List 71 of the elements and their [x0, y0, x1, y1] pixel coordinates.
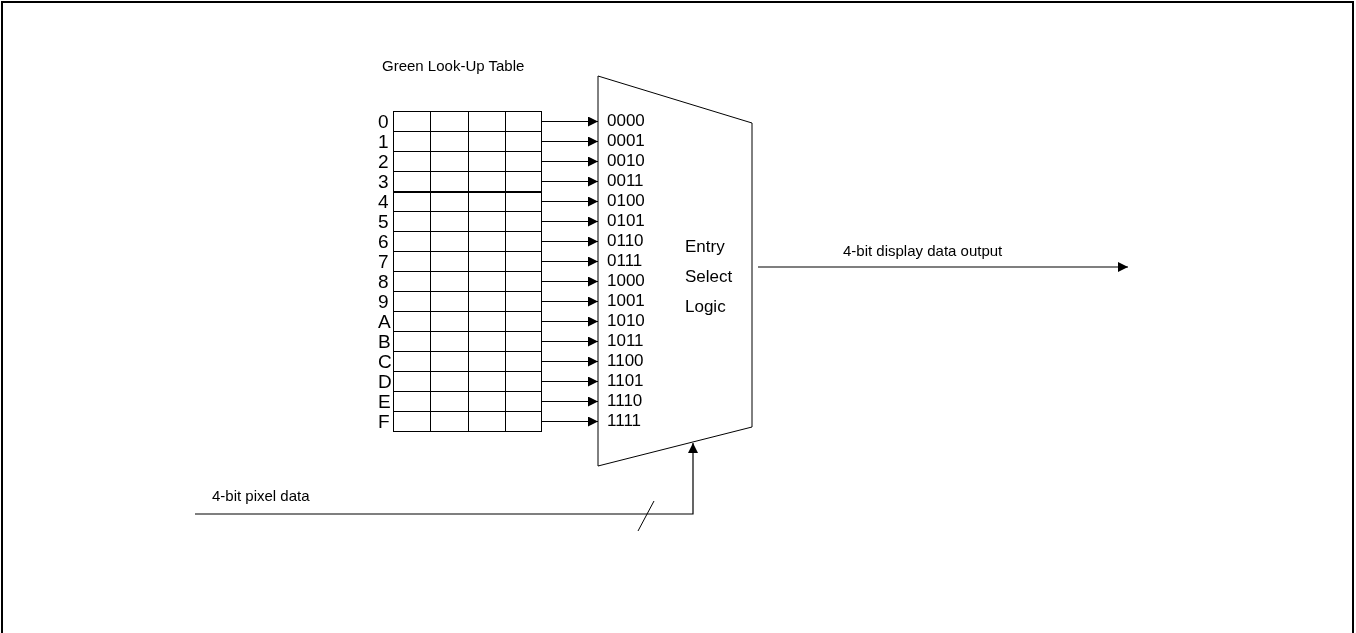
input-label: 1110: [607, 392, 643, 409]
row-label: 4: [378, 192, 389, 211]
arrow: [540, 416, 599, 427]
arrow: [540, 336, 599, 347]
input-label: 0110: [607, 232, 644, 249]
arrow: [540, 136, 599, 147]
row-label: 0: [378, 112, 389, 131]
row-label: B: [378, 332, 391, 351]
table-row: [376, 311, 542, 332]
table-row: [376, 191, 542, 212]
row-label: F: [378, 412, 390, 431]
row-label: 1: [378, 132, 389, 151]
edge-label: 4-bit pixel data: [212, 488, 310, 503]
row-label: 7: [378, 252, 389, 271]
table-row: [376, 391, 542, 412]
row-label: E: [378, 392, 391, 411]
row-label: 3: [378, 172, 389, 191]
arrow: [540, 316, 599, 327]
arrow: [540, 216, 599, 227]
arrow: [540, 116, 599, 127]
arrow: [540, 156, 599, 167]
table-row: [376, 171, 542, 192]
arrow: [540, 396, 599, 407]
input-label: 0100: [607, 192, 645, 209]
input-label: 0101: [607, 212, 645, 229]
table-row: [376, 131, 542, 152]
row-label: 2: [378, 152, 389, 171]
arrow: [540, 196, 599, 207]
input-label: 0011: [607, 172, 644, 189]
input-label: 0111: [607, 252, 643, 269]
input-label: 1101: [607, 372, 644, 389]
table-row: [376, 151, 542, 172]
row-label: A: [378, 312, 391, 331]
input-label: 0010: [607, 152, 645, 169]
input-label: 1111: [607, 412, 642, 429]
table-row: [376, 291, 542, 312]
input-label: 1100: [607, 352, 644, 369]
input-label: 1011: [607, 332, 644, 349]
row-label: 8: [378, 272, 389, 291]
arrow: [540, 176, 599, 187]
table-title: Green Look-Up Table: [382, 58, 525, 73]
input-label: 0001: [607, 132, 645, 149]
input-label: 1000: [607, 272, 645, 289]
input-label: 1010: [607, 312, 645, 329]
table-row: [376, 111, 542, 132]
row-label: D: [378, 372, 392, 391]
arrow: [757, 262, 1129, 272]
look-up-table: [376, 58, 544, 432]
table-row: [376, 251, 542, 272]
arrow: [540, 356, 599, 367]
edge-label: 4-bit display data output: [843, 243, 1003, 258]
row-label: 5: [378, 212, 389, 231]
input-label: 0000: [607, 112, 645, 129]
arrow: [540, 276, 599, 287]
row-label: 9: [378, 292, 389, 311]
arrow: [194, 442, 698, 515]
table-row: [376, 271, 542, 292]
input-label: 1001: [607, 292, 645, 309]
table-row: [376, 211, 542, 232]
row-label: 6: [378, 232, 389, 251]
table-row: [376, 371, 542, 392]
table-row: [376, 231, 542, 252]
row-label: C: [378, 352, 392, 371]
block-label: Entry Select Logic: [685, 236, 734, 318]
arrow: [540, 236, 599, 247]
arrow: [540, 256, 599, 267]
arrow: [540, 376, 599, 387]
table-row: [376, 411, 542, 432]
arrow: [540, 296, 599, 307]
table-row: [376, 351, 542, 372]
table-row: [376, 331, 542, 352]
